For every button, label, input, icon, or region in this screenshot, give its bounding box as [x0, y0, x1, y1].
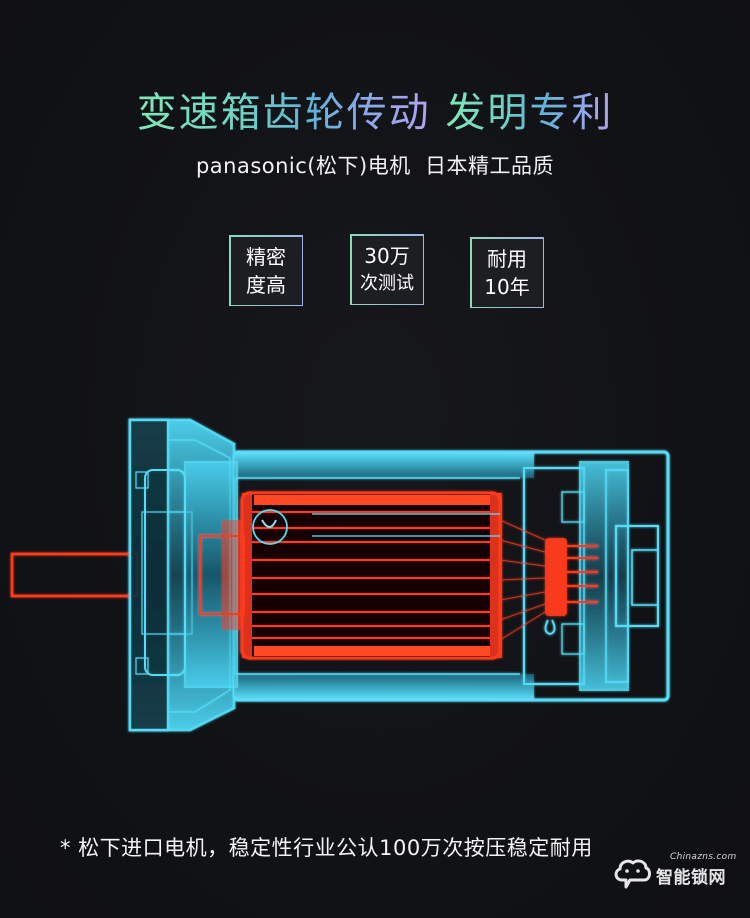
badge-tests: 30万 次测试 [350, 234, 424, 305]
page-title: 变速箱齿轮传动 发明专利 [0, 86, 750, 140]
badge-line-2: 度高 [246, 272, 286, 297]
badge-line-1: 精密 [246, 244, 286, 269]
badge-precision: 精密 度高 [229, 235, 303, 306]
title-part-1: 变速箱齿轮传动 [136, 90, 431, 136]
title-part-2: 发明专利 [445, 90, 614, 136]
footnote: * 松下进口电机，稳定性行业公认100万次按压稳定耐用 [60, 836, 593, 860]
badge-line-1: 30万 [364, 243, 410, 268]
badge-line-1: 耐用 [487, 246, 527, 271]
watermark: Chinazns.com 智能锁网 [612, 852, 742, 892]
cloud-chat-icon [614, 859, 651, 889]
motor-illustration [10, 418, 670, 732]
badge-line-2: 10年 [484, 274, 530, 299]
badge-durability: 耐用 10年 [470, 237, 544, 308]
shaft [10, 552, 139, 598]
rotor [199, 491, 598, 660]
watermark-name: 智能锁网 [656, 868, 726, 888]
badge-line-2: 次测试 [360, 272, 414, 294]
page-subtitle: panasonic(松下)电机 日本精工品质 [195, 154, 555, 178]
watermark-url: Chinazns.com [670, 852, 737, 862]
